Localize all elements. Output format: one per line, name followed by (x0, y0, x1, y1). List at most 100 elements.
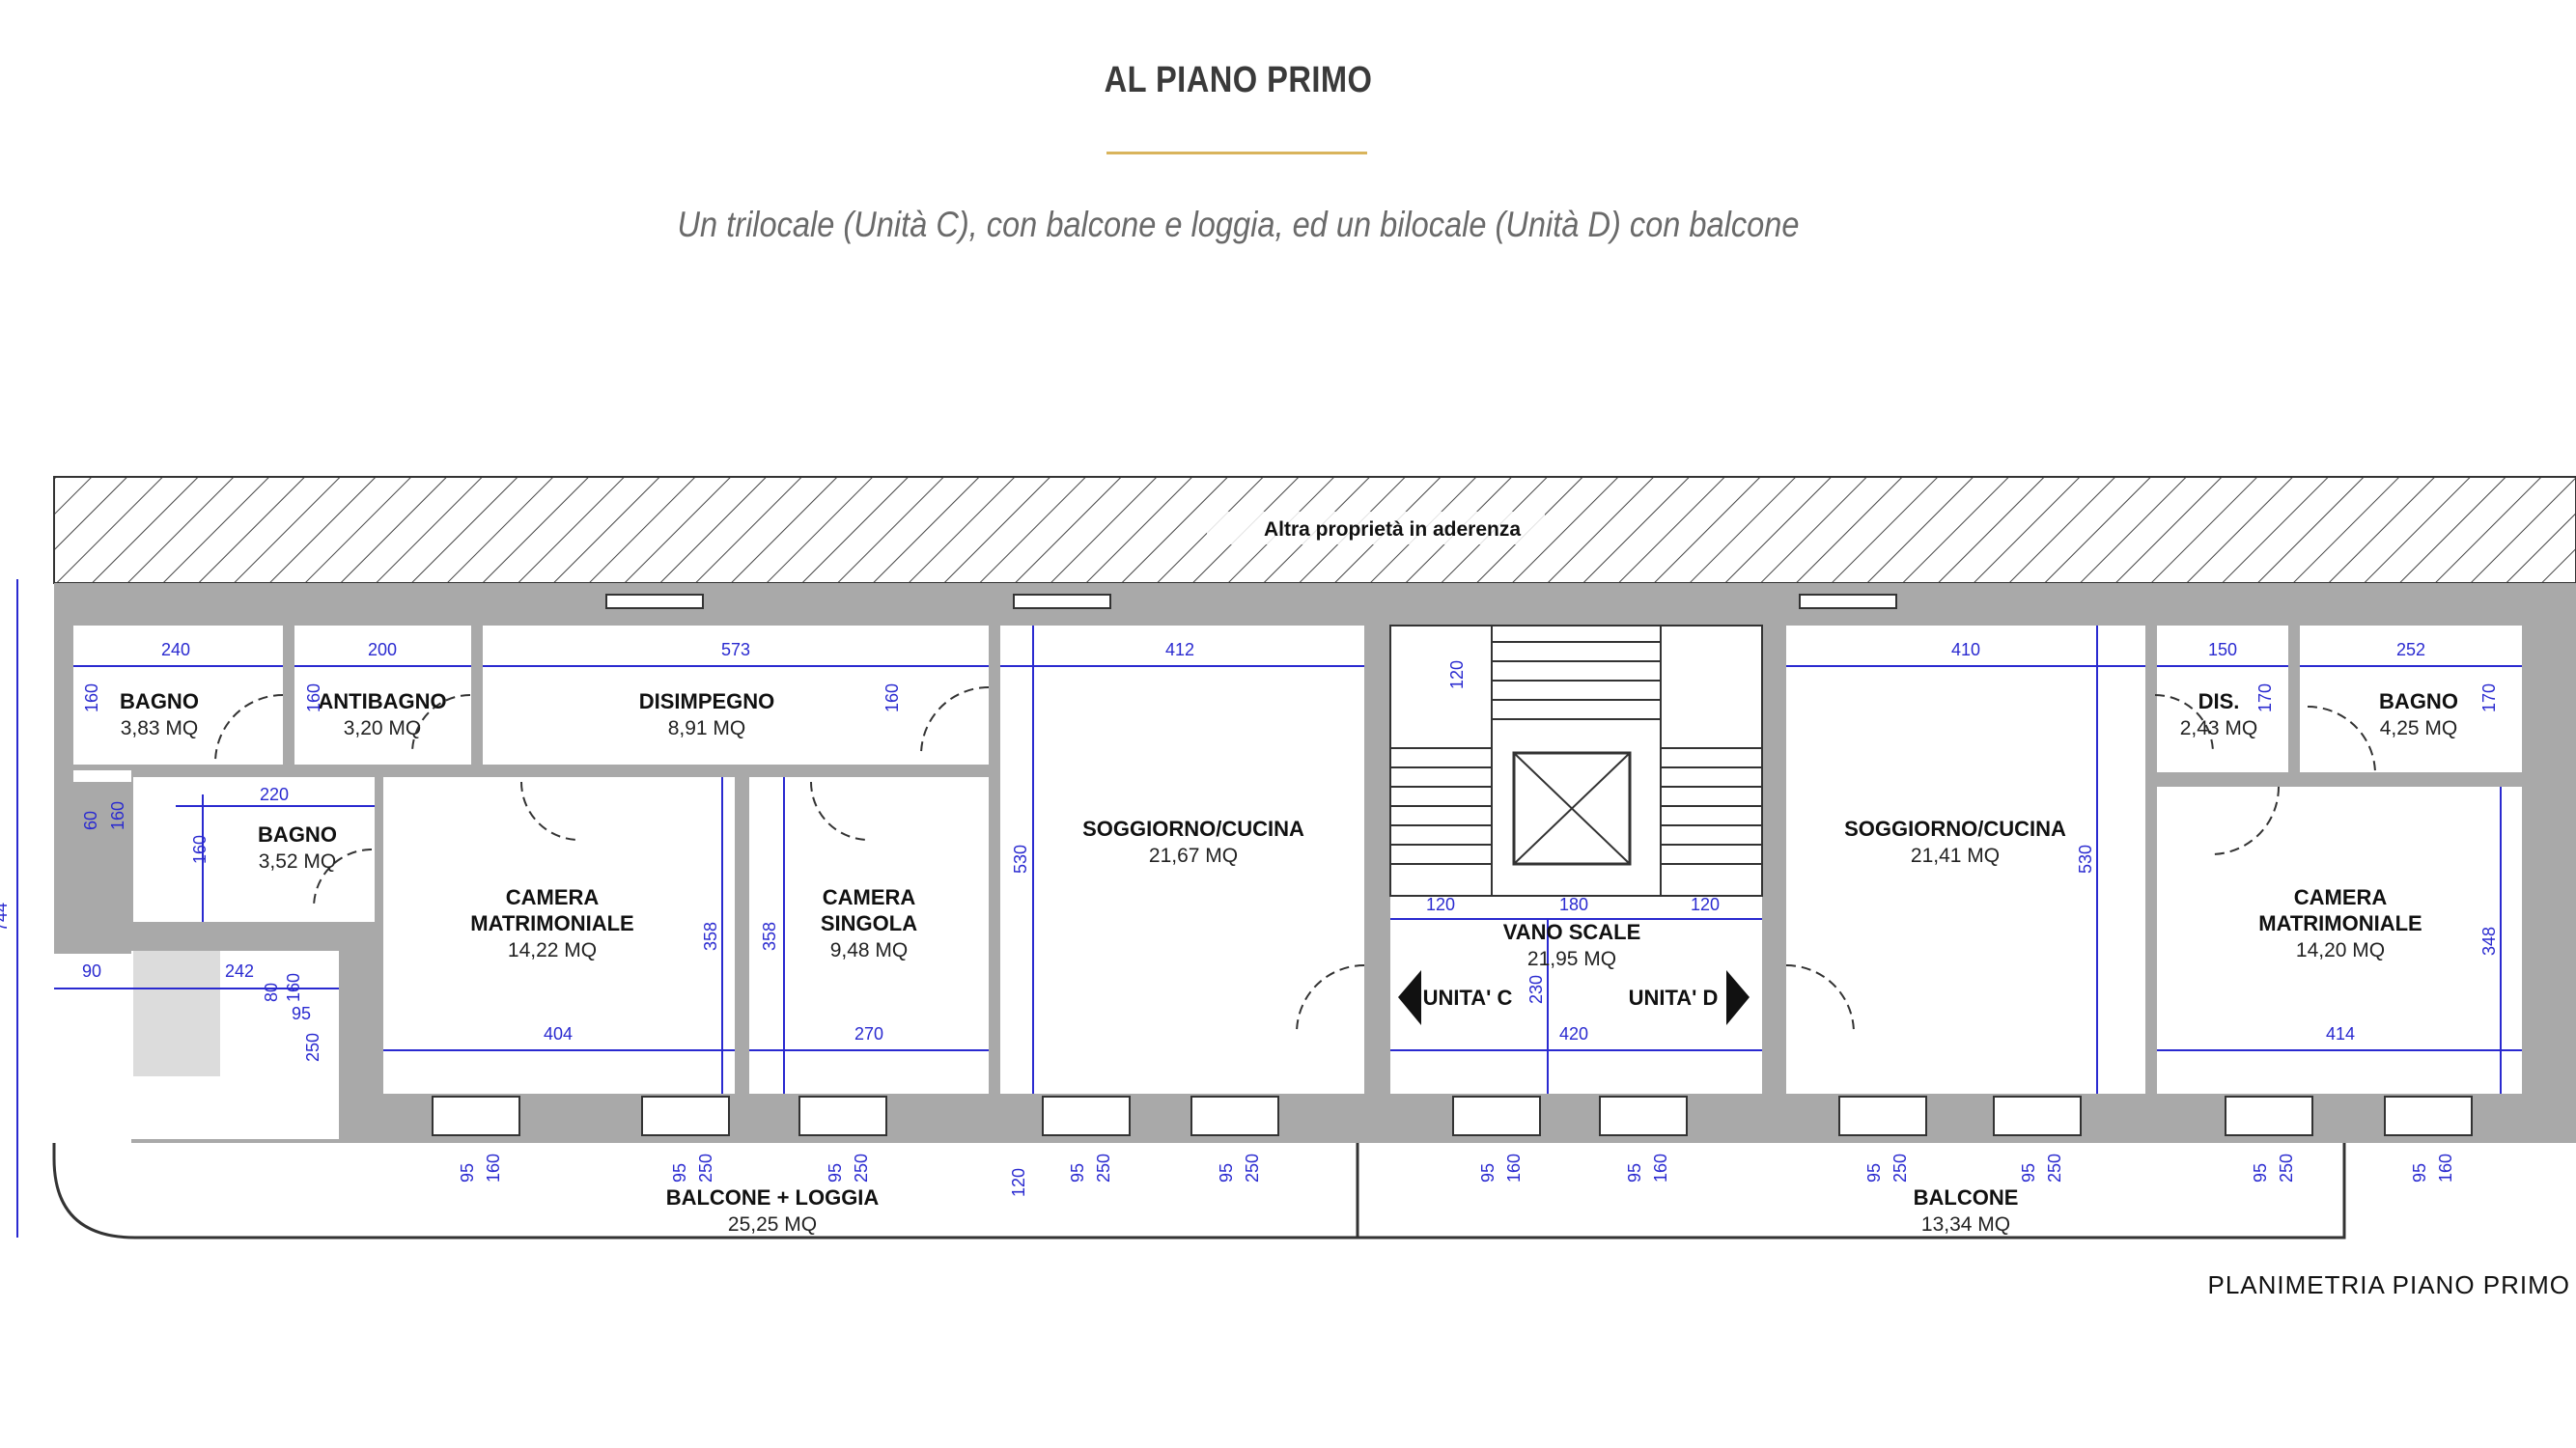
dim-label: 95 (826, 1163, 845, 1183)
room-labels: BAGNO 3,83 MQ ANTIBAGNO 3,20 MQ DISIMPEG… (120, 689, 2458, 1236)
dim-label: 95 (2019, 1163, 2038, 1183)
page-subtitle: Un trilocale (Unità C), con balcone e lo… (677, 205, 1800, 244)
dim-label: 404 (544, 1024, 573, 1044)
room-antibagno-area: 3,20 MQ (344, 717, 422, 739)
dim-label: 242 (225, 961, 254, 981)
dim-label: 90 (82, 961, 101, 981)
dim-label: 160 (484, 1154, 503, 1183)
room-soggiorno-d-area: 21,41 MQ (1911, 845, 2000, 867)
dim-label: 250 (696, 1154, 715, 1183)
dim-label: 180 (1559, 895, 1588, 914)
dim-label: 252 (2396, 640, 2425, 659)
unit-c-arrow (1398, 970, 1421, 1025)
dim-label: 95 (1625, 1163, 1644, 1183)
room-dis-name: DIS. (2198, 689, 2240, 713)
room-balcone-area: 13,34 MQ (1921, 1213, 2010, 1236)
dim-label: 250 (1243, 1154, 1262, 1183)
dim-label: 250 (2045, 1154, 2064, 1183)
room-camera-singola-name2: SINGOLA (821, 911, 917, 935)
dim-label: 160 (1651, 1154, 1670, 1183)
dimension-lines (16, 579, 2522, 1238)
unit-d-arrow (1726, 970, 1750, 1025)
dim-label: 120 (1009, 1168, 1028, 1197)
room-vano-scale-area: 21,95 MQ (1527, 948, 1616, 970)
dim-label: 95 (1068, 1163, 1087, 1183)
dim-label: 573 (721, 640, 750, 659)
dim-label: 170 (2255, 683, 2275, 712)
room-bagno-1-name: BAGNO (120, 689, 199, 713)
dimension-labels: 240 200 573 412 410 150 252 220 242 90 4… (0, 640, 2499, 1197)
room-camera-matrimoniale-c-name: CAMERA (506, 885, 600, 909)
dim-label: 95 (1478, 1163, 1498, 1183)
room-camera-matrimoniale-d-name: CAMERA (2294, 885, 2388, 909)
neighbor-label: Altra proprietà in aderenza (1264, 518, 1521, 541)
room-camera-singola-name: CAMERA (823, 885, 916, 909)
dim-label: 160 (304, 683, 323, 712)
room-camera-singola-area: 9,48 MQ (830, 939, 909, 961)
dim-label: 358 (760, 922, 779, 951)
dim-label: 120 (1426, 895, 1455, 914)
dim-label: 95 (292, 1004, 311, 1023)
dim-label: 240 (161, 640, 190, 659)
dim-label: 220 (260, 785, 289, 804)
dim-label: 160 (108, 801, 127, 830)
plan-caption: PLANIMETRIA PIANO PRIMO (2207, 1270, 2570, 1299)
dim-label: 160 (2436, 1154, 2455, 1183)
dim-label: 410 (1951, 640, 1980, 659)
dim-label: 170 (2479, 683, 2499, 712)
title-underline (1106, 152, 1367, 154)
dim-label: 80 (262, 983, 281, 1002)
dim-label: 95 (670, 1163, 689, 1183)
dim-label: 95 (2251, 1163, 2270, 1183)
staircase (1389, 625, 1763, 897)
room-bagno-3-name: BAGNO (2379, 689, 2458, 713)
dim-label: 230 (1526, 975, 1546, 1004)
dim-label: 95 (1864, 1163, 1884, 1183)
dim-label: 120 (1447, 660, 1467, 689)
unit-c-label: UNITA' C (1423, 986, 1513, 1010)
dim-label: 150 (2208, 640, 2237, 659)
dim-label: 420 (1559, 1024, 1588, 1044)
dim-label: 160 (1504, 1154, 1524, 1183)
dim-label: 60 (81, 811, 100, 830)
page-title: AL PIANO PRIMO (1104, 60, 1373, 100)
dim-label: 412 (1165, 640, 1194, 659)
dim-label: 160 (284, 973, 303, 1002)
dim-label: 160 (882, 683, 902, 712)
dim-label: 250 (1890, 1154, 1910, 1183)
dim-label: 120 (1691, 895, 1720, 914)
dim-label: 250 (303, 1033, 322, 1062)
room-dis-area: 2,43 MQ (2180, 717, 2258, 739)
room-bagno-3-area: 4,25 MQ (2380, 717, 2458, 739)
dim-label: 270 (854, 1024, 883, 1044)
room-camera-matrimoniale-d-name2: MATRIMONIALE (2258, 911, 2422, 935)
room-disimpegno-area: 8,91 MQ (668, 717, 746, 739)
dim-label: 348 (2479, 927, 2499, 956)
room-antibagno-name: ANTIBAGNO (318, 689, 446, 713)
room-camera-matrimoniale-d-area: 14,20 MQ (2296, 939, 2385, 961)
dim-label: 530 (2076, 845, 2095, 874)
doors (214, 686, 2376, 1034)
room-camera-matrimoniale-c-area: 14,22 MQ (508, 939, 597, 961)
dim-label: 95 (1217, 1163, 1236, 1183)
dim-label: 358 (701, 922, 720, 951)
room-soggiorno-d-name: SOGGIORNO/CUCINA (1844, 817, 2066, 841)
dim-label: 744 (0, 903, 11, 932)
dim-label: 95 (2410, 1163, 2429, 1183)
dim-label: 160 (82, 683, 101, 712)
dim-label: 200 (368, 640, 397, 659)
room-bagno-2-area: 3,52 MQ (259, 850, 337, 873)
room-balcone-name: BALCONE (1914, 1185, 2019, 1210)
dim-label: 250 (2277, 1154, 2296, 1183)
room-soggiorno-c-area: 21,67 MQ (1149, 845, 1238, 867)
room-balcone-loggia-area: 25,25 MQ (728, 1213, 817, 1236)
unit-d-label: UNITA' D (1629, 986, 1719, 1010)
room-bagno-1-area: 3,83 MQ (121, 717, 199, 739)
dim-label: 250 (852, 1154, 871, 1183)
room-balcone-loggia-name: BALCONE + LOGGIA (666, 1185, 880, 1210)
dim-label: 530 (1011, 845, 1030, 874)
dim-label: 414 (2326, 1024, 2355, 1044)
room-soggiorno-c-name: SOGGIORNO/CUCINA (1082, 817, 1304, 841)
room-bagno-2-name: BAGNO (258, 822, 337, 847)
